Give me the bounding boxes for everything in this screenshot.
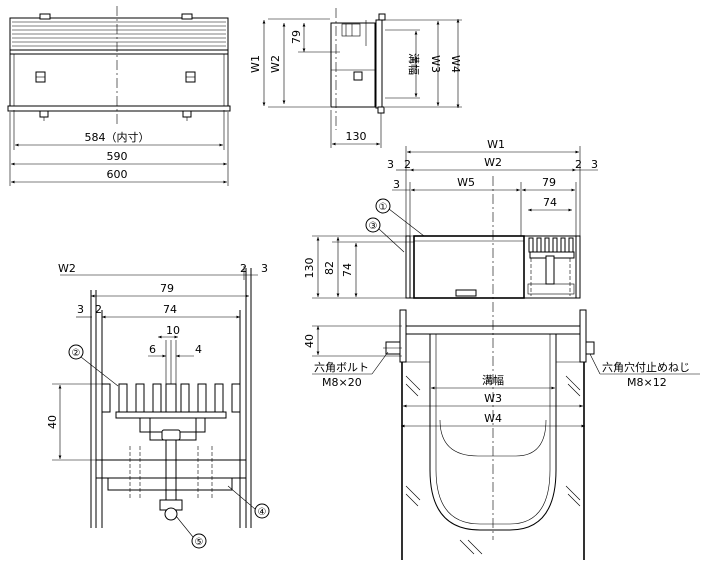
dim-74-section: 74 [543, 196, 557, 209]
dim-inner-width: 584（内寸） [85, 130, 150, 144]
dim-74v-section: 74 [341, 263, 354, 277]
dim-130-side: 130 [346, 130, 367, 143]
dim-40-section: 40 [303, 334, 316, 348]
dim-w2-side: W2 [269, 55, 282, 73]
dim-w1-side: W1 [249, 55, 262, 73]
dim-79-detail: 79 [160, 282, 174, 295]
callout-3-section: ③ [369, 221, 378, 232]
dim-82-section: 82 [323, 261, 336, 275]
dim-74-detail: 74 [163, 303, 177, 316]
dim-3-section: 3 [393, 178, 400, 191]
section-view: W1 W2 3 2 2 3 W5 79 3 74 ① ③ [303, 138, 700, 560]
dim-2-right: 2 [575, 158, 582, 171]
dim-590: 590 [107, 150, 128, 163]
dim-6-detail: 6 [149, 343, 156, 356]
dim-w2-detail: W2 [58, 262, 76, 275]
dim-3a-detail: 3 [261, 262, 268, 275]
dim-w5: W5 [457, 176, 475, 189]
dim-3-right: 3 [591, 158, 598, 171]
detail-view: W2 2 3 79 74 3 2 10 6 4 [46, 262, 270, 549]
dim-10-detail: 10 [166, 324, 180, 337]
dim-2a-detail: 2 [240, 262, 247, 275]
dim-130-section: 130 [303, 258, 316, 279]
dim-mizo-section: 溝幅 [482, 374, 504, 387]
front-view: 584（内寸） 590 600 [7, 6, 231, 186]
dim-2-left: 2 [404, 158, 411, 171]
dim-2b-detail: 2 [95, 303, 102, 316]
dim-w3-section: W3 [484, 392, 502, 405]
callout-2-detail: ② [72, 348, 81, 359]
screw-label: 六角穴付止めねじ [602, 360, 690, 374]
dim-mizo-side: 溝幅 [407, 53, 420, 75]
dim-w2-section: W2 [484, 156, 502, 169]
bolt-label: 六角ボルト [314, 361, 369, 374]
dim-40-detail: 40 [46, 415, 59, 429]
dim-600: 600 [107, 168, 128, 181]
dim-3-left: 3 [387, 158, 394, 171]
bolt-size: M8×20 [322, 376, 362, 389]
dim-w4-section: W4 [484, 412, 502, 425]
side-view: W1 W2 79 溝幅 W3 W4 130 [249, 8, 462, 148]
callout-4-detail: ④ [258, 507, 267, 518]
dim-79-side: 79 [290, 30, 303, 44]
callout-1-section: ① [379, 202, 388, 213]
dim-79-section: 79 [542, 176, 556, 189]
dim-3b-detail: 3 [77, 303, 84, 316]
screw-size: M8×12 [627, 376, 667, 389]
callout-5-detail: ⑤ [195, 537, 204, 548]
dim-w4-side: W4 [449, 55, 462, 73]
dim-w3-side: W3 [429, 55, 442, 73]
dim-4-detail: 4 [195, 343, 202, 356]
dim-w1-section: W1 [487, 138, 505, 151]
